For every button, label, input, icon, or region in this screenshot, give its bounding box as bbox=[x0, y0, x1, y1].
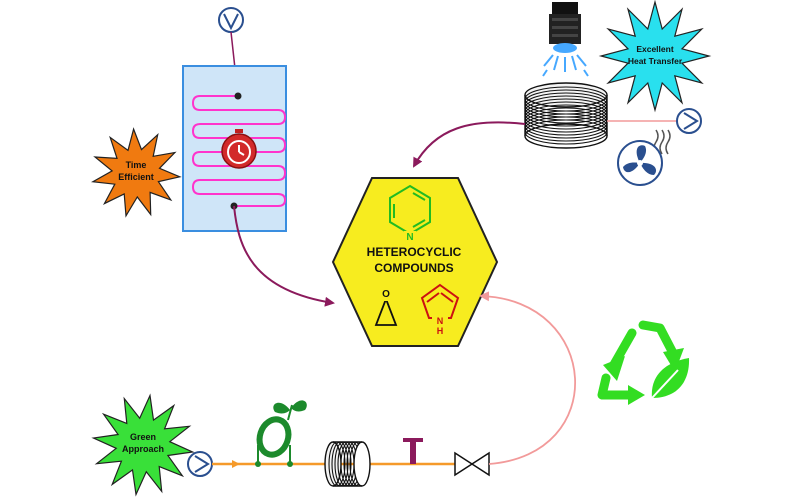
bio-catalyst-leaf-icon bbox=[255, 400, 307, 467]
heat-transfer-burst: Excellent Heat Transfer bbox=[598, 0, 712, 113]
pump-top-right bbox=[676, 108, 702, 134]
back-pressure-regulator bbox=[403, 438, 423, 464]
heat-burst-line1: Excellent bbox=[636, 44, 673, 54]
time-efficient-burst: Time Efficient bbox=[90, 127, 182, 218]
green-burst-line1: Green bbox=[130, 432, 156, 442]
stopwatch-icon bbox=[221, 129, 257, 169]
epoxide-structure: O bbox=[374, 285, 398, 326]
heterocyclic-hexagon: N HETEROCYCLIC COMPOUNDS O N H bbox=[331, 177, 499, 347]
center-title-line2: COMPOUNDS bbox=[374, 261, 453, 275]
arrow-reactor-to-center bbox=[233, 205, 335, 307]
pyrrole-h-label: H bbox=[437, 326, 444, 336]
arrow-coil-to-center bbox=[413, 121, 526, 168]
pump-bottom-left bbox=[187, 451, 213, 477]
time-burst-line1: Time bbox=[126, 160, 147, 170]
green-approach-burst: Green Approach bbox=[91, 393, 195, 497]
valve-icon bbox=[454, 451, 490, 477]
coil-reactor-bottom bbox=[324, 441, 371, 487]
pyridine-structure: N bbox=[389, 184, 431, 243]
time-burst-line2: Efficient bbox=[118, 172, 154, 182]
light-source bbox=[542, 2, 589, 77]
heat-burst-line2: Heat Transfer bbox=[628, 56, 683, 66]
plate-reactor bbox=[182, 65, 287, 232]
recycle-leaf-icon bbox=[597, 320, 690, 405]
pyrrole-structure: N H bbox=[420, 283, 460, 336]
pump-top-left bbox=[218, 7, 244, 33]
pyrrole-n-label: N bbox=[437, 316, 444, 326]
green-burst-line2: Approach bbox=[122, 444, 164, 454]
arrow-line-to-center bbox=[479, 291, 576, 465]
coil-reactor-top-right bbox=[524, 82, 608, 149]
epoxide-o-label: O bbox=[382, 289, 390, 300]
pyridine-n-label: N bbox=[406, 232, 413, 243]
center-title-line1: HETEROCYCLIC bbox=[367, 245, 462, 259]
cooling-fan-icon bbox=[617, 129, 671, 186]
